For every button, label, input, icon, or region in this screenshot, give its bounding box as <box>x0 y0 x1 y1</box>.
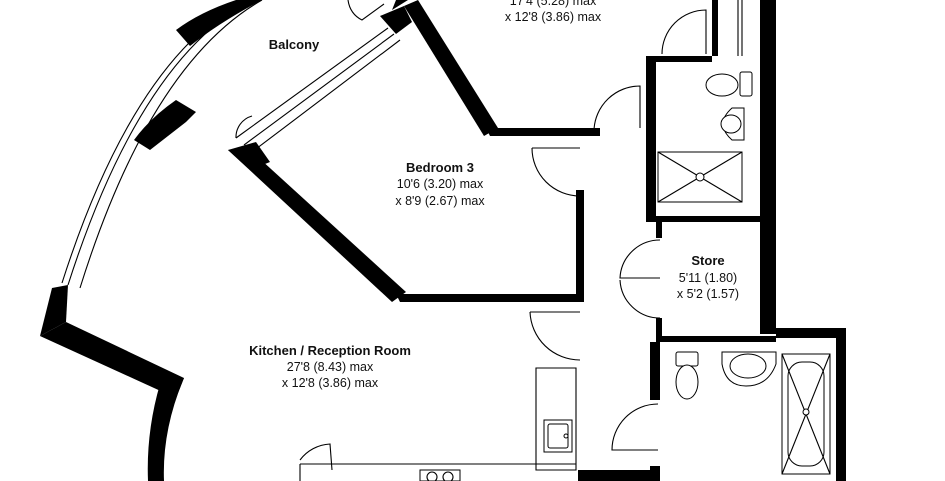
shower-tray <box>657 151 743 203</box>
bathtub <box>781 353 831 475</box>
bedroom3-dim1: 10'6 (3.20) max <box>397 177 484 191</box>
top-room-dim1: 17'4 (5.28) max <box>510 0 597 8</box>
bedroom3-walls <box>228 0 600 302</box>
top-room-dim2: x 12'8 (3.86) max <box>505 10 602 24</box>
corridor-door-north <box>593 85 641 131</box>
kitchen-dim1: 27'8 (8.43) max <box>287 360 374 374</box>
right-service-walls <box>646 0 776 342</box>
kitchen-label: Kitchen / Reception Room <box>249 343 411 358</box>
store-dim1: 5'11 (1.80) <box>679 271 737 285</box>
bedroom3-label: Bedroom 3 <box>406 160 474 175</box>
bedroom3-dim2: x 8'9 (2.67) max <box>395 194 485 208</box>
kitchen-units <box>299 367 577 481</box>
wc-top <box>705 71 753 97</box>
bathroom-walls <box>578 328 846 481</box>
basin-bottom <box>721 351 777 387</box>
kitchen-dim2: x 12'8 (3.86) max <box>282 376 379 390</box>
curved-facade <box>40 0 263 481</box>
balcony-label: Balcony <box>269 37 320 52</box>
store-label: Store <box>691 253 724 268</box>
balcony-glazing <box>228 6 412 170</box>
store-doors <box>619 239 661 319</box>
wc-bottom <box>675 351 699 400</box>
kitchen-door-swing <box>529 311 581 361</box>
store-dim2: x 5'2 (1.57) <box>677 287 739 301</box>
balcony-door-swing <box>347 0 385 21</box>
basin-top <box>720 107 745 141</box>
